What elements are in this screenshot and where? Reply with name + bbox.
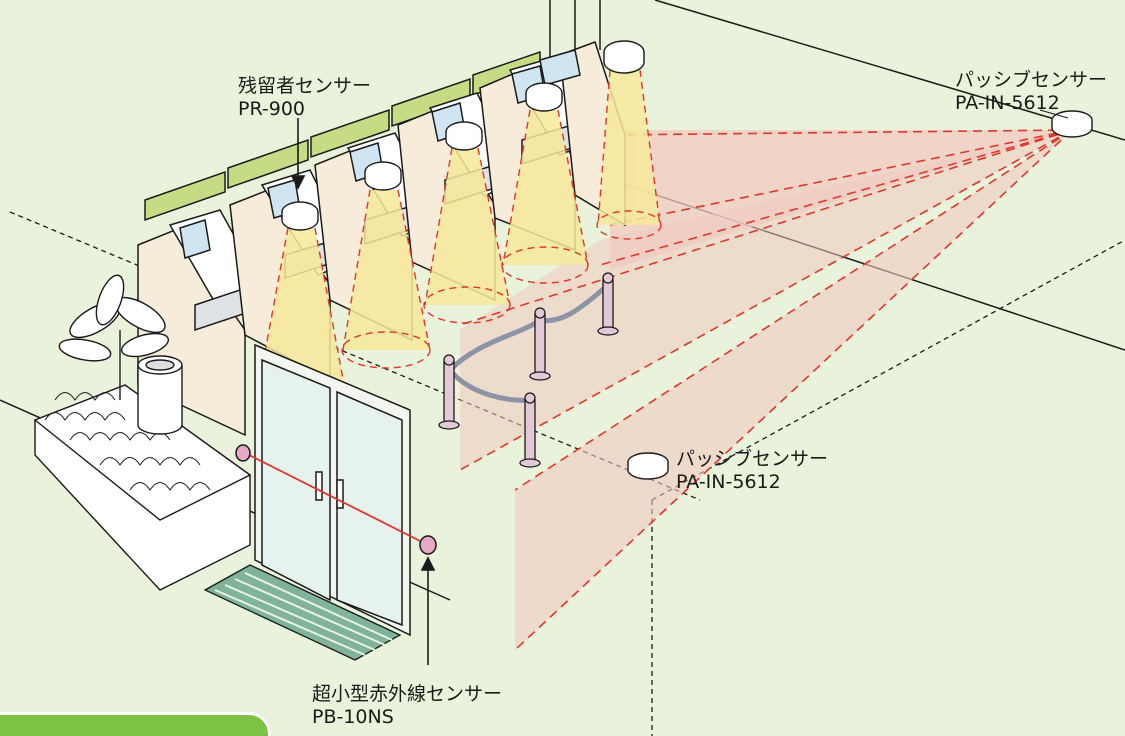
residual-sensors xyxy=(281,40,645,231)
passive-sensor-mid-label: パッシブセンサー PA-IN-5612 xyxy=(676,448,828,494)
sensor-icon xyxy=(364,161,402,191)
detection-zone-top-sensor xyxy=(459,129,1073,471)
passive-sensor-top-model: PA-IN-5612 xyxy=(955,92,1060,114)
sensor-icon xyxy=(603,40,645,74)
beam-sensor-label: 超小型赤外線センサー PB-10NS xyxy=(312,683,502,729)
passive-sensor-top xyxy=(1051,110,1093,138)
residual-sensor-name: 残留者センサー xyxy=(238,75,372,97)
stanchion-icon xyxy=(529,307,551,381)
sensor-icon xyxy=(627,452,669,480)
sensor-icon xyxy=(281,201,319,231)
beam-sensor-name: 超小型赤外線センサー xyxy=(312,683,503,705)
sensor-icon xyxy=(525,82,563,112)
queue-stanchions xyxy=(438,272,619,468)
doormat-icon xyxy=(203,564,402,661)
passive-sensor-top-label: パッシブセンサー PA-IN-5612 xyxy=(955,69,1107,115)
planter xyxy=(33,274,252,591)
sensor-icon xyxy=(1051,110,1093,138)
passive-sensor-mid-model: PA-IN-5612 xyxy=(676,471,781,493)
stanchion-icon xyxy=(519,392,541,468)
detection-zone-mid-sensor xyxy=(514,129,1073,651)
passive-sensor-top-name: パッシブセンサー xyxy=(955,69,1108,91)
beam-sensor-model: PB-10NS xyxy=(312,706,394,728)
residual-sensor-model: PR-900 xyxy=(238,98,306,120)
corner-badge xyxy=(0,712,271,736)
sensor-icon xyxy=(445,121,483,151)
infrared-emitter xyxy=(235,444,251,462)
passive-sensor-mid xyxy=(627,452,669,480)
callout-arrows xyxy=(290,109,1069,665)
plant-icon xyxy=(58,274,170,400)
stanchion-icon xyxy=(597,272,619,336)
stanchion-icon xyxy=(438,354,460,430)
door-icon xyxy=(235,343,437,637)
infrared-receiver xyxy=(419,535,437,555)
passive-sensor-mid-name: パッシブセンサー xyxy=(676,448,829,470)
trash-bin-icon xyxy=(137,355,183,435)
residual-sensor-label: 残留者センサー PR-900 xyxy=(238,75,371,121)
